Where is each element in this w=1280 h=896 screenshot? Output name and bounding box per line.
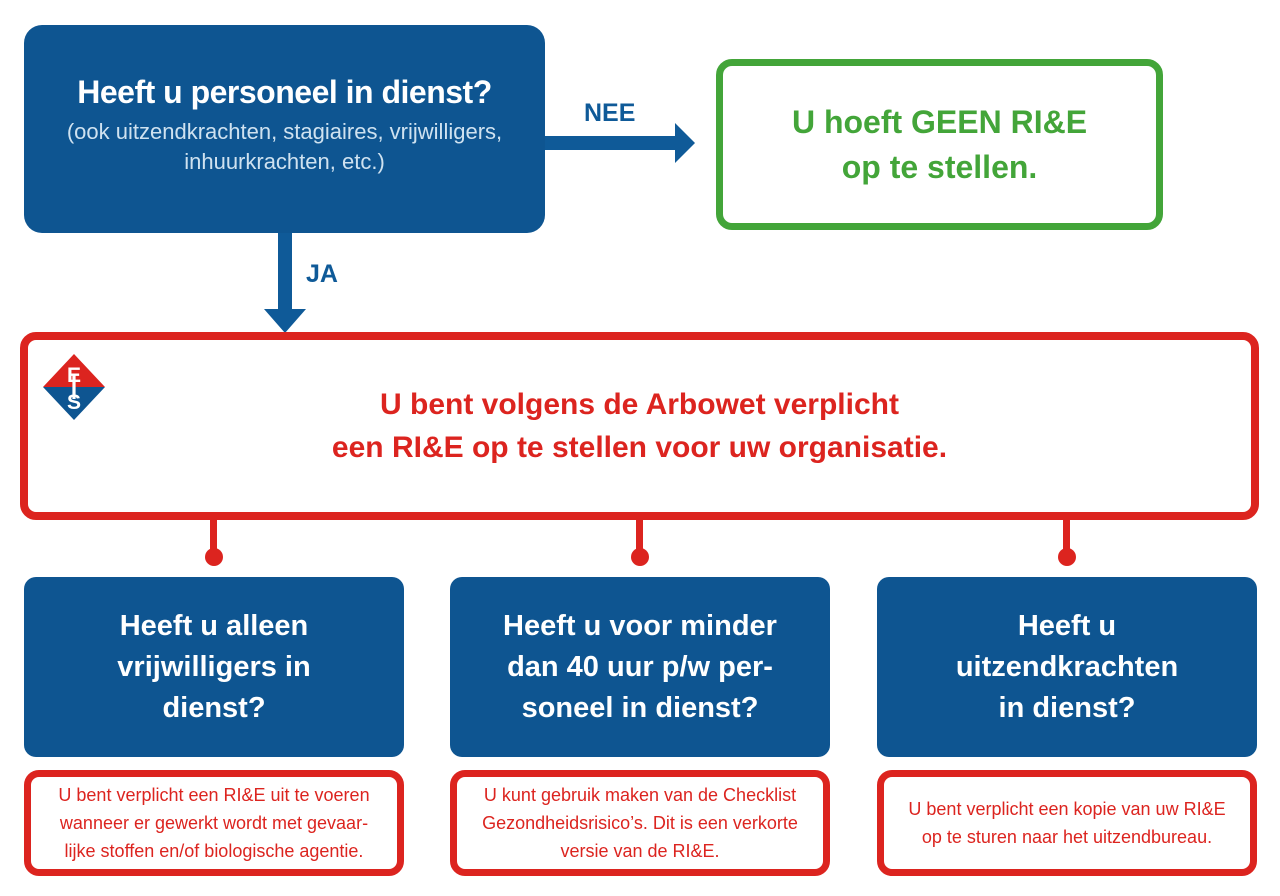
branch-note-text: U bent verplicht een kopie van uw RI&E o… <box>908 799 1226 847</box>
start-question-box: Heeft u personeel in dienst? (ook uitzen… <box>24 25 545 233</box>
start-question-title: Heeft u personeel in dienst? <box>77 74 492 110</box>
branch-question-text: Heeft u voor minder dan 40 uur p/w per- … <box>503 609 777 724</box>
branch-question-text: Heeft u uitzendkrachten in dienst? <box>955 609 1179 724</box>
es-logo-letter-e: E <box>67 364 81 387</box>
connector-line-1 <box>210 520 217 549</box>
ja-branch-label: JA <box>306 260 338 288</box>
branch-question-box-vrijwilligers: Heeft u alleen vrijwilligers in dienst? <box>24 577 404 757</box>
es-logo-letter-s: S <box>67 391 81 414</box>
branch-question-box-uitzendkrachten: Heeft u uitzendkrachten in dienst? <box>877 577 1257 757</box>
branch-note-text: U kunt gebruik maken van de Checklist Ge… <box>482 785 798 861</box>
ja-arrow-head-icon <box>264 309 306 333</box>
connector-dot-3 <box>1058 548 1076 566</box>
branch-note-box-uitzendkrachten: U bent verplicht een kopie van uw RI&E o… <box>877 770 1257 876</box>
start-question-clarification: (ook uitzendkrachten, stagiaires, vrijwi… <box>66 119 503 174</box>
ja-arrow-shaft <box>278 233 292 309</box>
branch-question-text: Heeft u alleen vrijwilligers in dienst? <box>117 609 311 724</box>
es-logo-icon: E S <box>43 354 105 420</box>
connector-dot-2 <box>631 548 649 566</box>
connector-line-2 <box>636 520 643 549</box>
connector-line-3 <box>1063 520 1070 549</box>
no-rie-outcome-box: U hoeft GEEN RI&E op te stellen. <box>716 59 1163 230</box>
branch-note-text: U bent verplicht een RI&E uit te voeren … <box>58 785 370 861</box>
branch-question-box-40-uur: Heeft u voor minder dan 40 uur p/w per- … <box>450 577 830 757</box>
nee-branch-label: NEE <box>584 99 636 127</box>
no-rie-outcome-text: U hoeft GEEN RI&E op te stellen. <box>791 103 1088 185</box>
branch-note-box-vrijwilligers: U bent verplicht een RI&E uit te voeren … <box>24 770 404 876</box>
obligation-box: E S U bent volgens de Arbowet verplicht … <box>20 332 1259 520</box>
connector-dot-1 <box>205 548 223 566</box>
branch-note-box-40-uur: U kunt gebruik maken van de Checklist Ge… <box>450 770 830 876</box>
nee-arrow-head-icon <box>675 123 695 163</box>
nee-arrow-shaft <box>545 136 675 150</box>
obligation-text: U bent volgens de Arbowet verplicht een … <box>331 388 948 464</box>
